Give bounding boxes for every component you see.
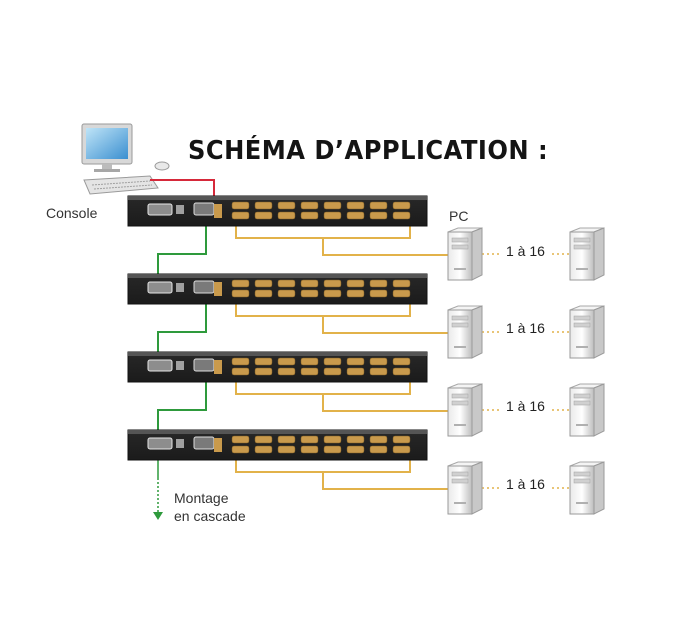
server-tower-icon [447, 383, 483, 437]
cascade-cables [157, 214, 207, 440]
server-tower-icon [447, 461, 483, 515]
kvm-switch-icon [127, 351, 428, 383]
range-label: 1 à 16 [502, 320, 549, 336]
server-tower-icon [447, 305, 483, 359]
server-tower-icon [569, 461, 605, 515]
arrow-down-icon [153, 512, 163, 520]
mouse-icon [154, 161, 170, 171]
keyboard-icon [83, 175, 159, 195]
pc-link-lines [482, 253, 570, 489]
server-tower-icon [569, 305, 605, 359]
server-tower-icon [569, 383, 605, 437]
page-title: SCHÉMA D’APPLICATION : [188, 136, 549, 166]
kvm-switch-icon [127, 273, 428, 305]
console-label: Console [46, 205, 98, 221]
computer-icon [81, 123, 133, 172]
cascade-label-line2: en cascade [174, 508, 246, 524]
kvm-switch-icon [127, 195, 428, 227]
cascade-label-line1: Montage [174, 490, 229, 506]
server-tower-icon [447, 227, 483, 281]
cascade-label: Montage en cascade [174, 489, 246, 525]
kvm-switch-icon [127, 429, 428, 461]
range-label: 1 à 16 [502, 398, 549, 414]
range-label: 1 à 16 [502, 476, 549, 492]
range-label: 1 à 16 [502, 243, 549, 259]
pc-cables [235, 226, 448, 490]
server-tower-icon [569, 227, 605, 281]
pc-label: PC [449, 208, 469, 224]
cascade-output [153, 452, 163, 520]
